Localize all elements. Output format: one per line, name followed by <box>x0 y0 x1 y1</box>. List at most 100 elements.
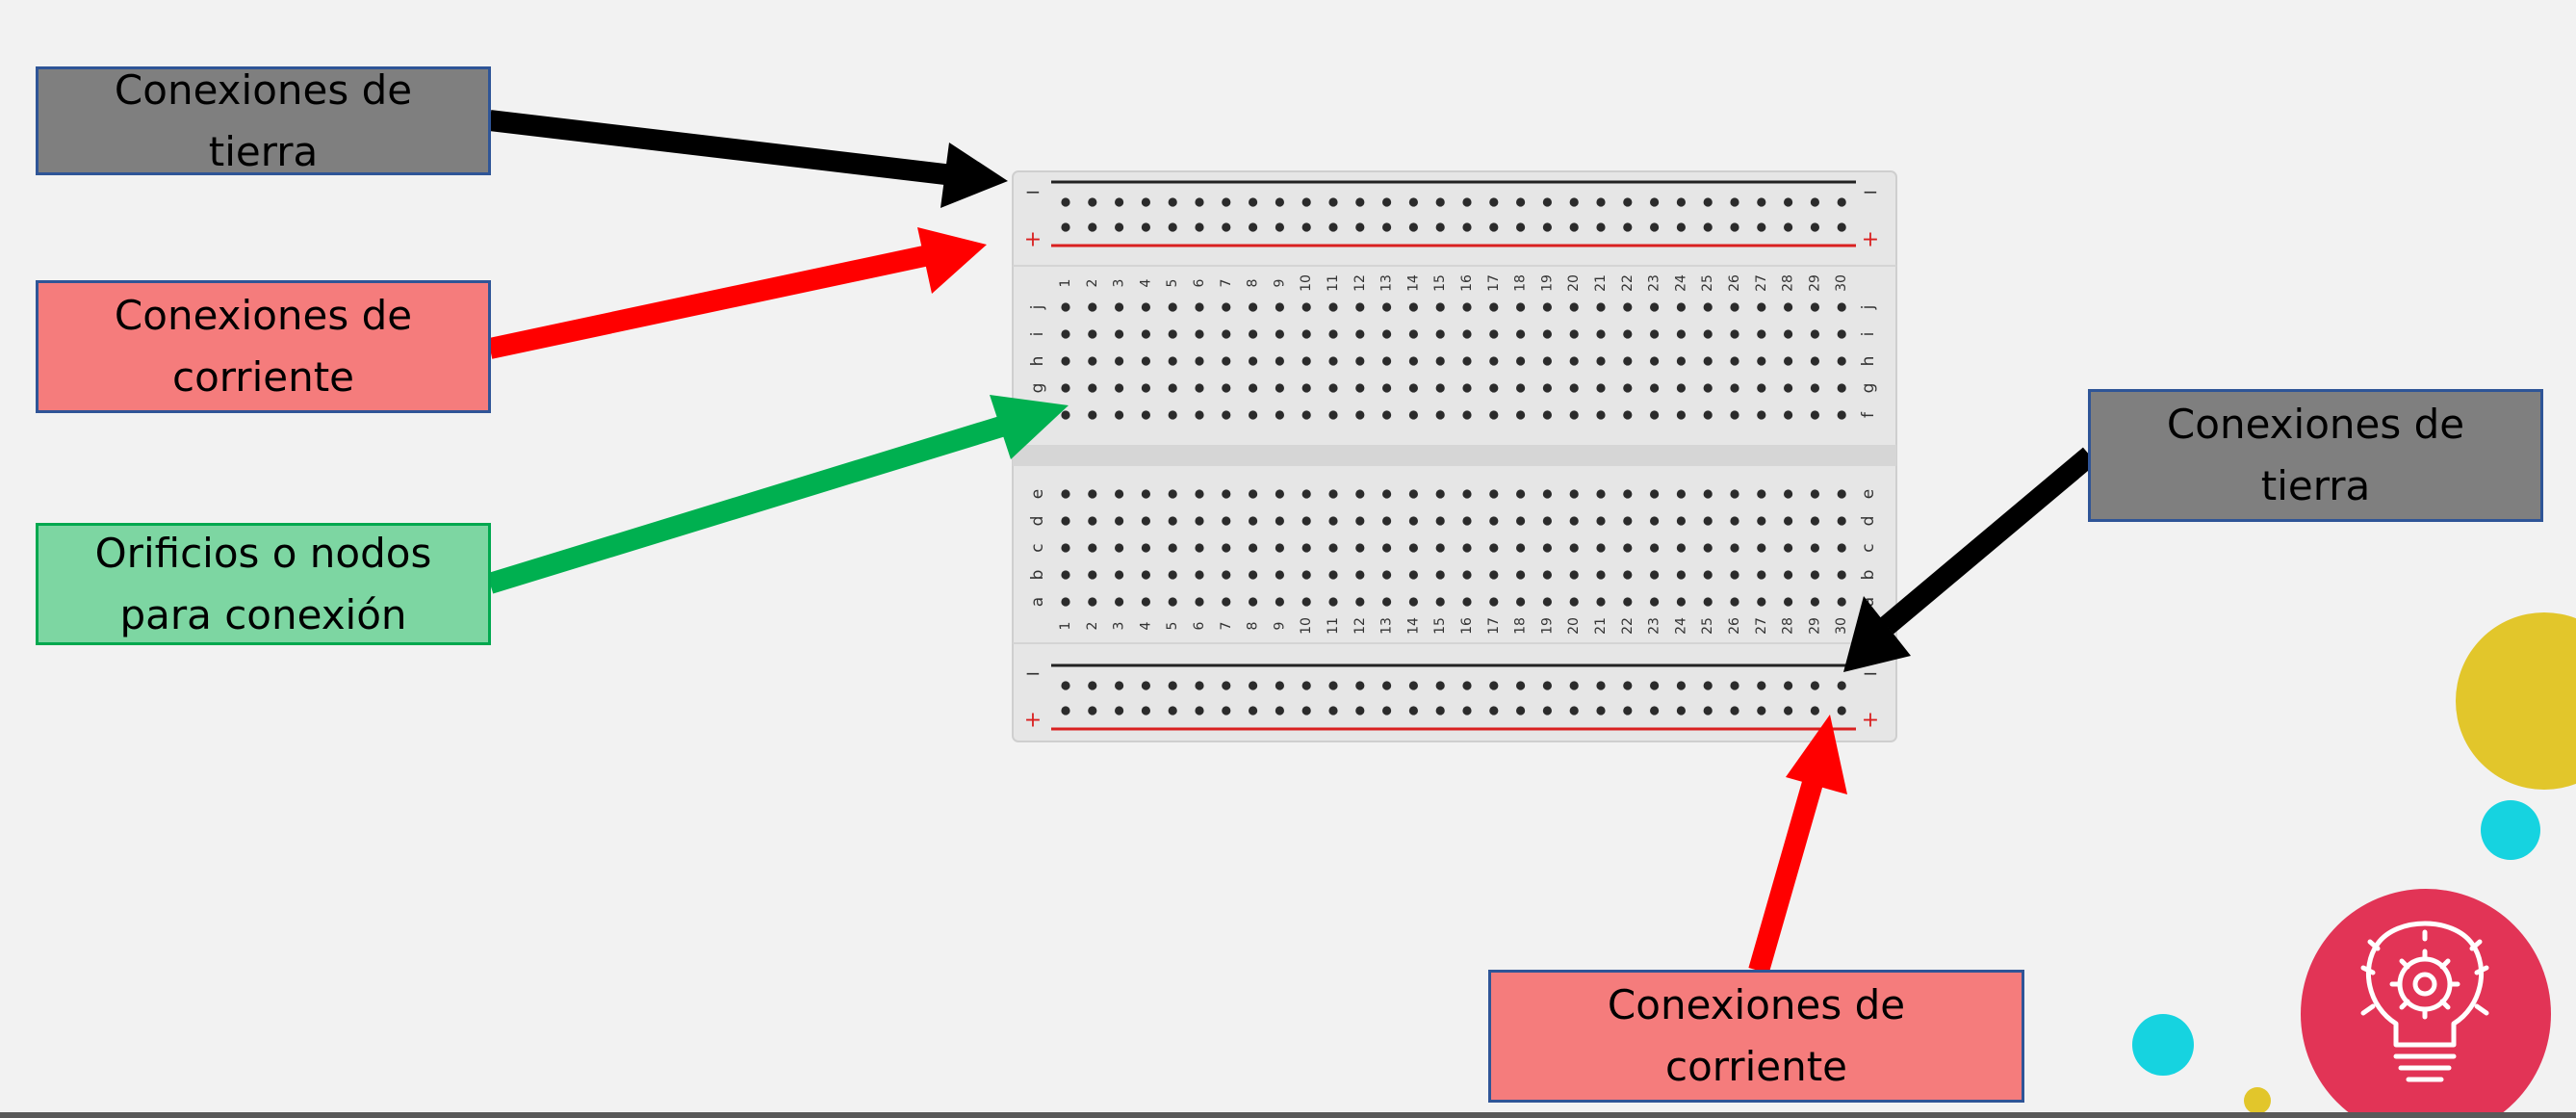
terminal-hole <box>1489 356 1499 366</box>
terminal-hole <box>1623 410 1633 420</box>
terminal-hole <box>1596 516 1606 526</box>
rail-hole <box>1623 681 1633 690</box>
column-number: 14 <box>1405 617 1421 635</box>
terminal-hole <box>1757 543 1766 553</box>
terminal-hole <box>1328 302 1338 312</box>
terminal-hole <box>1730 410 1739 420</box>
rail-hole <box>1408 197 1418 207</box>
terminal-hole <box>1837 570 1846 580</box>
rail-hole <box>1088 681 1097 690</box>
terminal-hole <box>1061 410 1070 420</box>
terminal-hole <box>1676 383 1686 393</box>
rail-hole <box>1435 681 1445 690</box>
column-number: 2 <box>1085 622 1100 631</box>
terminal-hole <box>1141 356 1150 366</box>
terminal-hole <box>1623 489 1633 499</box>
rail-hole <box>1328 681 1338 690</box>
terminal-hole <box>1168 329 1177 339</box>
terminal-hole <box>1516 543 1526 553</box>
row-label-i: i <box>1859 332 1878 337</box>
terminal-hole <box>1222 383 1231 393</box>
rail-hole <box>1489 706 1499 715</box>
column-number: 10 <box>1299 274 1314 292</box>
terminal-hole <box>1382 356 1392 366</box>
rail-hole <box>1516 681 1526 690</box>
column-number: 21 <box>1593 274 1609 292</box>
terminal-hole <box>1168 410 1177 420</box>
terminal-hole <box>1623 383 1633 393</box>
terminal-hole <box>1650 570 1660 580</box>
rail-hole <box>1382 197 1392 207</box>
column-number: 3 <box>1112 622 1127 631</box>
terminal-hole <box>1141 597 1150 607</box>
rail-hole <box>1516 222 1526 232</box>
terminal-hole <box>1569 597 1579 607</box>
rail-hole <box>1569 681 1579 690</box>
terminal-hole <box>1650 597 1660 607</box>
terminal-hole <box>1408 329 1418 339</box>
arrow-tierra-right <box>1843 447 2098 672</box>
terminal-hole <box>1141 383 1150 393</box>
rail-hole <box>1784 197 1793 207</box>
row-label-g: g <box>1859 383 1878 394</box>
arrow-nodos <box>486 395 1069 594</box>
rail-hole <box>1542 681 1552 690</box>
terminal-hole <box>1837 329 1846 339</box>
terminal-hole <box>1650 329 1660 339</box>
terminal-hole <box>1676 489 1686 499</box>
terminal-hole <box>1275 410 1284 420</box>
column-number: 16 <box>1459 617 1475 635</box>
rail-hole <box>1382 706 1392 715</box>
rail-hole <box>1115 706 1124 715</box>
terminal-hole <box>1596 410 1606 420</box>
terminal-hole <box>1408 516 1418 526</box>
terminal-hole <box>1489 329 1499 339</box>
rail-hole <box>1650 681 1660 690</box>
terminal-hole <box>1542 302 1552 312</box>
column-number: 15 <box>1432 274 1448 292</box>
rail-hole <box>1516 197 1526 207</box>
rail-hole <box>1650 222 1660 232</box>
terminal-hole <box>1516 329 1526 339</box>
label-tierra-right: Conexiones de tierra <box>2088 389 2543 522</box>
terminal-hole <box>1784 597 1793 607</box>
column-number: 17 <box>1486 617 1502 635</box>
rail-hole <box>1408 706 1418 715</box>
terminal-hole <box>1275 329 1284 339</box>
rail-minus-label: − <box>1863 180 1879 203</box>
terminal-hole <box>1489 543 1499 553</box>
rail-hole <box>1435 197 1445 207</box>
terminal-hole <box>1168 516 1177 526</box>
terminal-hole <box>1810 597 1819 607</box>
rail-hole <box>1301 222 1311 232</box>
terminal-hole <box>1382 302 1392 312</box>
terminal-hole <box>1757 302 1766 312</box>
terminal-hole <box>1569 489 1579 499</box>
terminal-hole <box>1837 383 1846 393</box>
rail-hole <box>1249 681 1258 690</box>
terminal-hole <box>1249 383 1258 393</box>
rail-hole <box>1088 197 1097 207</box>
column-number: 12 <box>1352 617 1368 635</box>
column-number: 19 <box>1539 617 1555 635</box>
terminal-hole <box>1435 329 1445 339</box>
terminal-hole <box>1703 597 1713 607</box>
terminal-hole <box>1542 570 1552 580</box>
column-number: 4 <box>1138 278 1153 287</box>
terminal-hole <box>1810 329 1819 339</box>
terminal-hole <box>1061 516 1070 526</box>
column-number: 29 <box>1807 617 1822 635</box>
terminal-hole <box>1328 543 1338 553</box>
terminal-hole <box>1784 543 1793 553</box>
terminal-hole <box>1088 410 1097 420</box>
terminal-hole <box>1355 356 1365 366</box>
rail-hole <box>1757 197 1766 207</box>
terminal-hole <box>1141 543 1150 553</box>
terminal-hole <box>1730 597 1739 607</box>
terminal-hole <box>1730 516 1739 526</box>
terminal-hole <box>1596 329 1606 339</box>
terminal-hole <box>1249 489 1258 499</box>
terminal-hole <box>1730 383 1739 393</box>
terminal-hole <box>1462 570 1472 580</box>
column-number: 11 <box>1326 617 1341 635</box>
